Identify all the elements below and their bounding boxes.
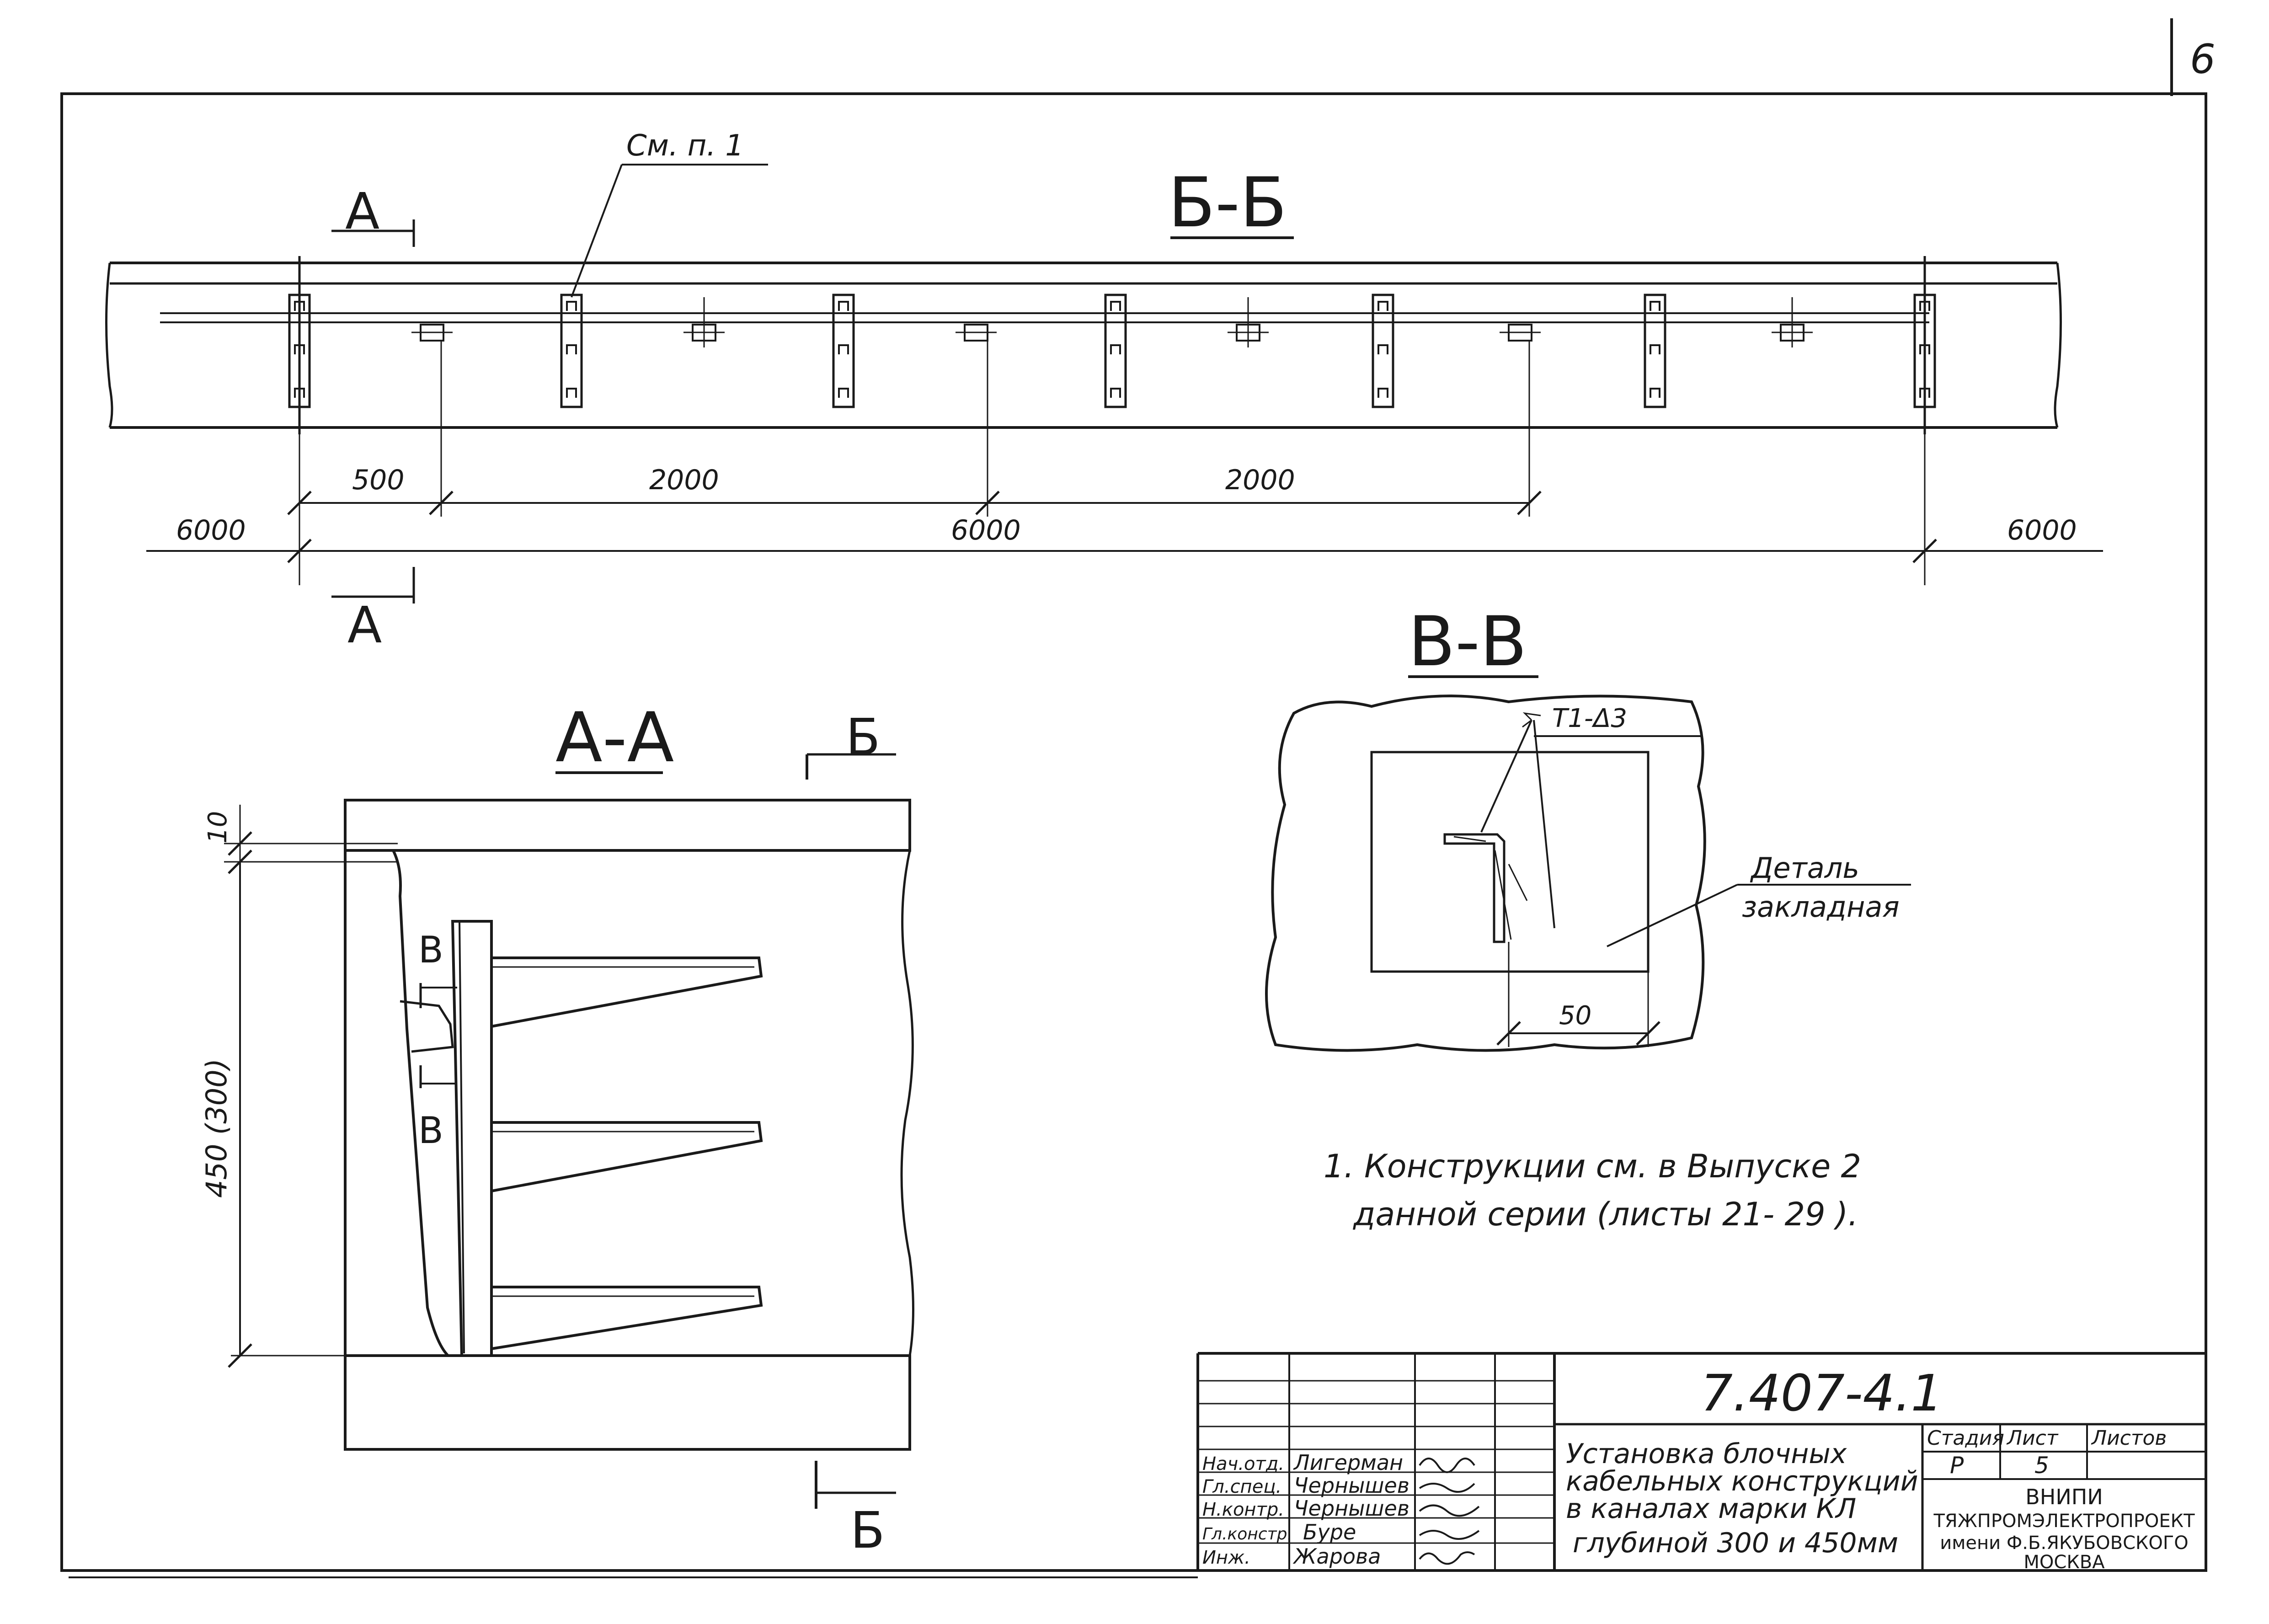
- organization-line: МОСКВА: [2023, 1552, 2105, 1573]
- person-name: Жарова: [1292, 1544, 1381, 1569]
- dim-2000-b: 2000: [1225, 464, 1295, 496]
- stage-header: Стадия: [1927, 1426, 2004, 1450]
- post: [560, 294, 583, 408]
- stage-value: Р: [1950, 1452, 1964, 1479]
- dim-450-300: 450 (300): [200, 1058, 233, 1198]
- section-bb: Б-Б: [105, 129, 2103, 654]
- dim-6000-left: 6000: [176, 514, 246, 546]
- role-label: Гл.спец.: [1202, 1476, 1281, 1497]
- sheets-header: Листов: [2091, 1426, 2167, 1450]
- drawing-designation: 7.407-4.1: [1701, 1364, 1943, 1422]
- role-label: Нач.отд.: [1202, 1453, 1284, 1474]
- section-bb-title: Б-Б: [1168, 163, 1287, 243]
- detail-label-line1: Деталь: [1750, 851, 1859, 885]
- section-mark-a-bottom: А: [347, 596, 382, 654]
- drawing-title-line: в каналах марки КЛ: [1566, 1493, 1856, 1525]
- section-vv-title: В-В: [1408, 602, 1527, 682]
- channel-elevation: [105, 256, 2062, 434]
- note-line-2: данной серии (листы 21- 29 ).: [1353, 1196, 1858, 1233]
- post: [1104, 294, 1127, 408]
- dim-50: 50: [1559, 1001, 1591, 1031]
- person-name: Лигерман: [1293, 1450, 1403, 1475]
- cable-bracket: [491, 1121, 763, 1192]
- section-mark-b-top: Б: [846, 708, 880, 766]
- post: [1644, 294, 1666, 408]
- embedded-plate-outline: [1370, 751, 1650, 973]
- person-name: Чернышев: [1294, 1473, 1409, 1498]
- post: [288, 294, 311, 408]
- post: [832, 294, 855, 408]
- cable-bracket: [491, 1286, 763, 1350]
- weld-leader: [1480, 720, 1532, 833]
- drawing-title-line: глубиной 300 и 450мм: [1573, 1527, 1898, 1559]
- section-mark-b-bottom: Б: [850, 1501, 885, 1560]
- section-aa-title: А-А: [555, 698, 674, 778]
- detail-label-line2: закладная: [1742, 890, 1900, 924]
- break-line: [900, 850, 914, 1356]
- drawing-title-line: кабельных конструкций: [1566, 1465, 1918, 1497]
- side-wall: [344, 849, 452, 1357]
- sheet-value: 5: [2034, 1452, 2049, 1479]
- embedded-plate: [683, 297, 725, 347]
- detail-leader: [1607, 884, 1738, 947]
- post: [1913, 294, 1936, 408]
- dim-500: 500: [352, 464, 405, 496]
- bottom-slab: [344, 1354, 911, 1451]
- dim-6000-right: 6000: [2007, 514, 2077, 546]
- drawing-frame: [60, 92, 2207, 1572]
- embedded-plate: [1228, 297, 1269, 347]
- rack-post: [451, 920, 493, 1357]
- organization-line: ТЯЖПРОМЭЛЕКТРОПРОЕКТ: [1933, 1511, 2195, 1532]
- dim-6000-middle: 6000: [951, 514, 1021, 546]
- note-line-1: 1. Конструкции см. в Выпуске 2: [1324, 1148, 1861, 1185]
- embedded-part-anchor: [400, 1000, 454, 1053]
- dimension-chain: [146, 341, 2103, 585]
- embedded-plate: [956, 324, 997, 342]
- angle-profile: [1443, 833, 1506, 943]
- drawing-title-line: Установка блочных: [1566, 1438, 1847, 1470]
- dim-10: 10: [203, 811, 233, 844]
- cable-bracket: [491, 956, 763, 1028]
- section-mark-v-top: В: [418, 929, 443, 971]
- person-name: Чернышев: [1294, 1496, 1409, 1521]
- title-block: 7.407-4.1 Установка блочных кабельных ко…: [69, 1352, 2206, 1578]
- embedded-plate: [1500, 324, 1541, 342]
- person-name: Буре: [1303, 1520, 1356, 1544]
- callout-leader: [571, 164, 623, 298]
- section-mark-v-bottom: В: [418, 1109, 443, 1152]
- organization-line: ВНИПИ: [2025, 1485, 2103, 1509]
- top-slab: [344, 799, 911, 852]
- role-label: Н.контр.: [1202, 1499, 1284, 1520]
- sheet-header: Лист: [2006, 1426, 2059, 1450]
- page-number: 6: [2190, 36, 2216, 83]
- embedded-plate: [411, 324, 453, 342]
- organization-line: имени Ф.Б.ЯКУБОВСКОГО: [1940, 1533, 2189, 1554]
- role-label: Инж.: [1202, 1547, 1250, 1568]
- section-aa: А-А Б Б В В: [200, 698, 914, 1560]
- role-label: Гл.констр.: [1202, 1525, 1292, 1544]
- weld-mark: Т1-Δ3: [1552, 704, 1627, 733]
- embedded-plate: [1772, 297, 1813, 347]
- dim-2000-a: 2000: [649, 464, 719, 496]
- signature: [1419, 1458, 1480, 1565]
- section-vv: В-В Т1-Δ3 Деталь закладная 50: [1265, 602, 1911, 1052]
- callout-note-ref: См. п. 1: [626, 129, 744, 163]
- post: [1372, 294, 1394, 408]
- concrete-wall-fragment: [1265, 694, 1706, 1052]
